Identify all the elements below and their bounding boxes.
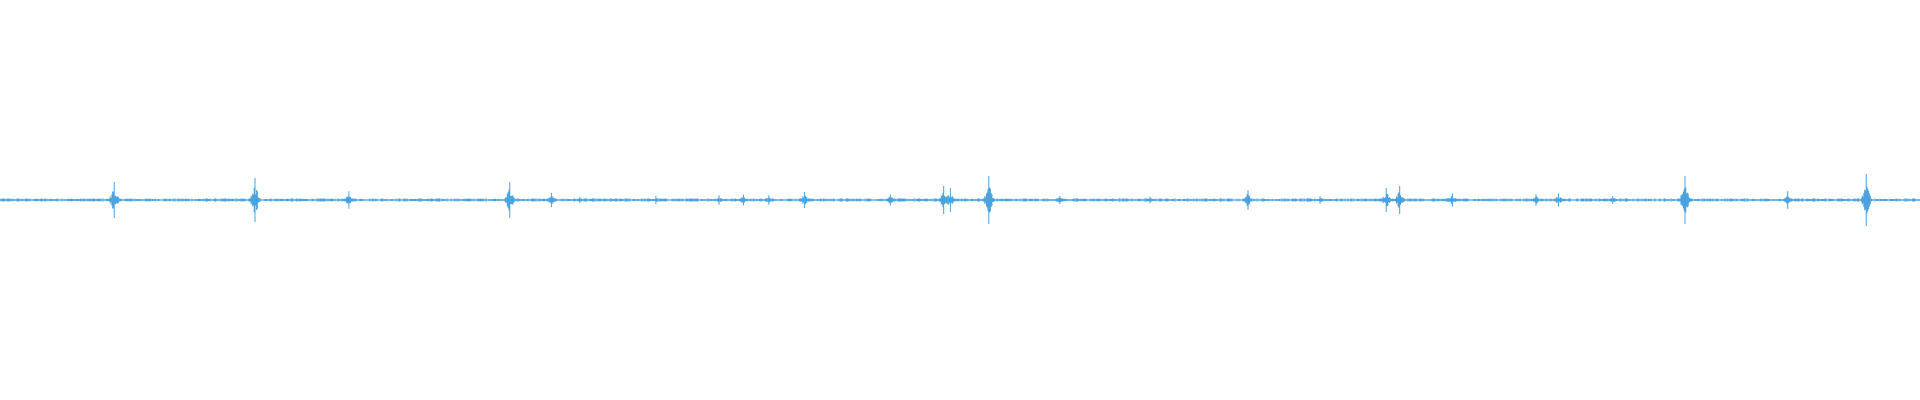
waveform-peak <box>504 182 516 218</box>
waveform-peak <box>1607 196 1619 204</box>
waveform-peak <box>1553 193 1564 207</box>
waveform-peak <box>983 176 995 224</box>
waveform-peak <box>713 195 725 205</box>
waveform-peak <box>574 196 586 204</box>
waveform-peaks <box>108 174 1872 226</box>
waveform-peak <box>885 194 896 206</box>
waveform-peak <box>1447 193 1458 207</box>
waveform-peak <box>763 195 775 205</box>
waveform-peak <box>799 192 810 208</box>
waveform-peak <box>1380 188 1392 212</box>
waveform-peak <box>1314 196 1326 204</box>
waveform-noise-floor <box>0 198 1920 202</box>
waveform-peak <box>945 188 956 212</box>
waveform-peak <box>1144 196 1156 204</box>
waveform-peak <box>1054 196 1066 204</box>
waveform-peak <box>1394 186 1405 214</box>
waveform-peak <box>343 191 355 209</box>
waveform-peak <box>1860 174 1872 226</box>
waveform-peak <box>546 192 557 208</box>
waveform-peak <box>1530 194 1542 206</box>
waveform-peak <box>249 178 261 222</box>
waveform-peak <box>1679 176 1691 224</box>
waveform-peak <box>738 194 749 206</box>
waveform-peak <box>650 196 662 204</box>
waveform-peak <box>1242 190 1254 210</box>
waveform-peak <box>1782 191 1794 209</box>
waveform-noise-path <box>0 198 1920 202</box>
waveform-peak <box>108 182 120 218</box>
